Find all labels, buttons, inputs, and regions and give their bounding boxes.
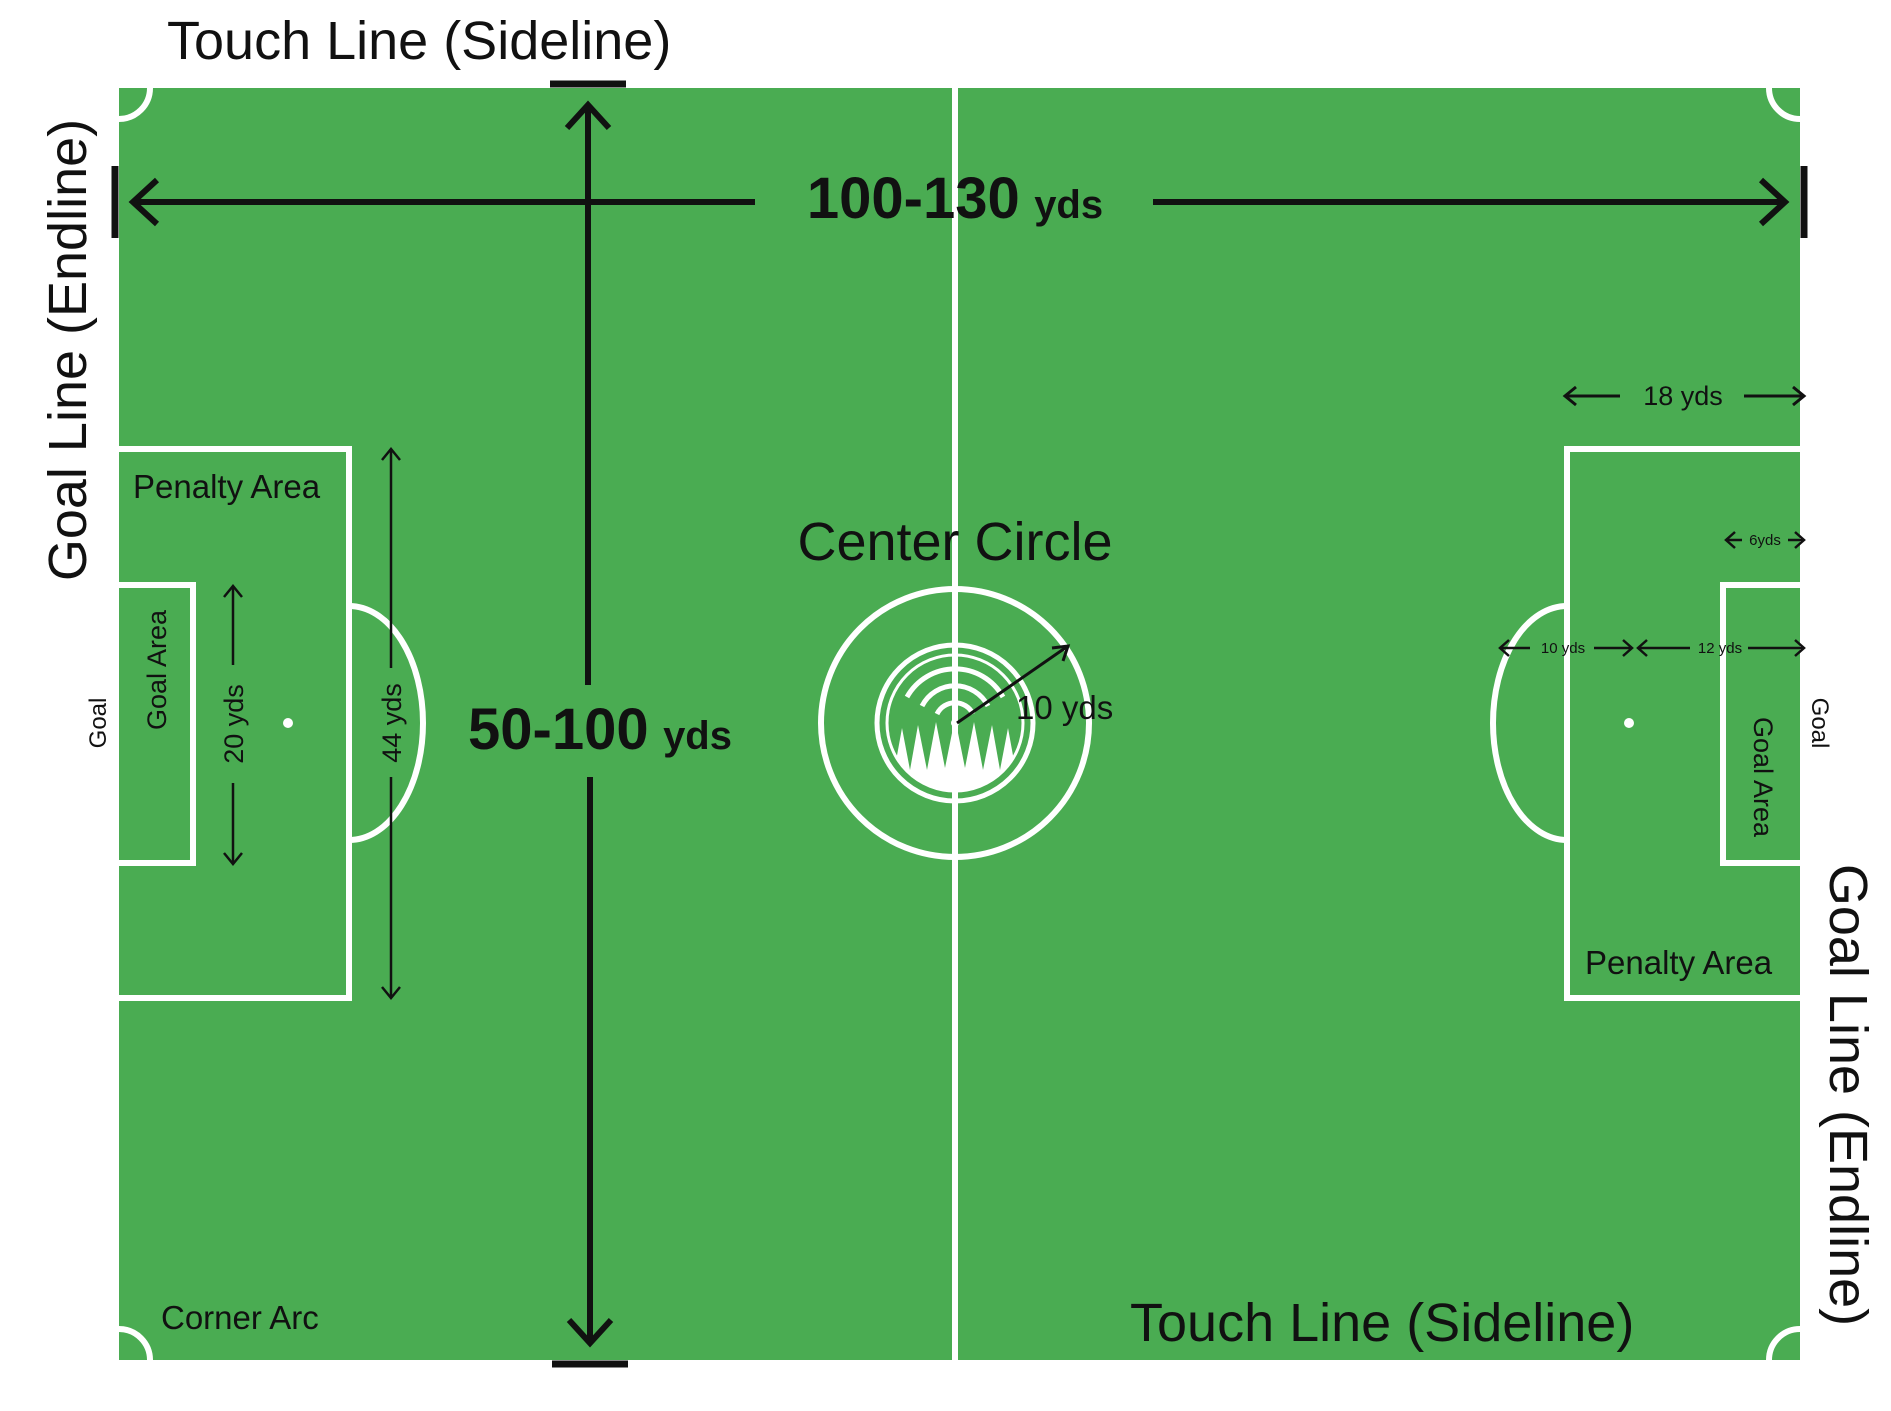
penalty-arc-left (348, 603, 426, 843)
penalty-area-width-label: 44 yds (377, 683, 407, 763)
width-label: 50-100 yds (468, 697, 732, 762)
goal-area-right-label: Goal Area (1748, 717, 1778, 838)
penalty-arc-right (1490, 603, 1568, 843)
penalty-area-left-label: Penalty Area (133, 468, 321, 505)
dimension-arrows (111, 80, 1808, 1368)
center-radius-label: 10 yds (1016, 689, 1113, 726)
goal-area-left-label: Goal Area (142, 609, 172, 730)
goal-area-right (1720, 582, 1800, 866)
goal-area-width-label: 20 yds (219, 684, 249, 764)
penalty-area-right (1564, 446, 1800, 1001)
width-value: 50-100 (468, 697, 649, 762)
length-label: 100-130 yds (807, 166, 1103, 231)
penalty-spot-distance-label: 12 yds (1698, 640, 1742, 657)
goal-left-label: Goal (85, 698, 112, 749)
center-radius-arrow (956, 644, 1069, 725)
goal-right-label: Goal (1806, 698, 1833, 749)
penalty-spot-left (283, 718, 293, 728)
penalty-area-depth-label: 18 yds (1643, 381, 1723, 411)
width-unit: yds (663, 714, 732, 758)
touch-line-top-label: Touch Line (Sideline) (167, 11, 671, 71)
length-value: 100-130 (807, 166, 1020, 231)
length-unit: yds (1034, 183, 1103, 227)
center-circle (818, 586, 1092, 860)
field-surface (119, 88, 1800, 1360)
penalty-spot-right (1624, 718, 1634, 728)
center-circle-label: Center Circle (797, 512, 1112, 572)
touch-line-bottom-label: Touch Line (Sideline) (1130, 1293, 1634, 1353)
goal-area-left (119, 582, 196, 866)
corner-arc-label: Corner Arc (161, 1299, 319, 1336)
goal-line-left-label: Goal Line (Endline) (38, 119, 98, 581)
grass-logo-icon (874, 642, 1036, 804)
penalty-area-left (119, 446, 352, 1001)
penalty-area-right-label: Penalty Area (1585, 944, 1773, 981)
goal-line-right-label: Goal Line (Endline) (1818, 864, 1878, 1326)
goal-area-depth-label: 6yds (1749, 532, 1781, 549)
penalty-arc-distance-label: 10 yds (1541, 640, 1585, 657)
